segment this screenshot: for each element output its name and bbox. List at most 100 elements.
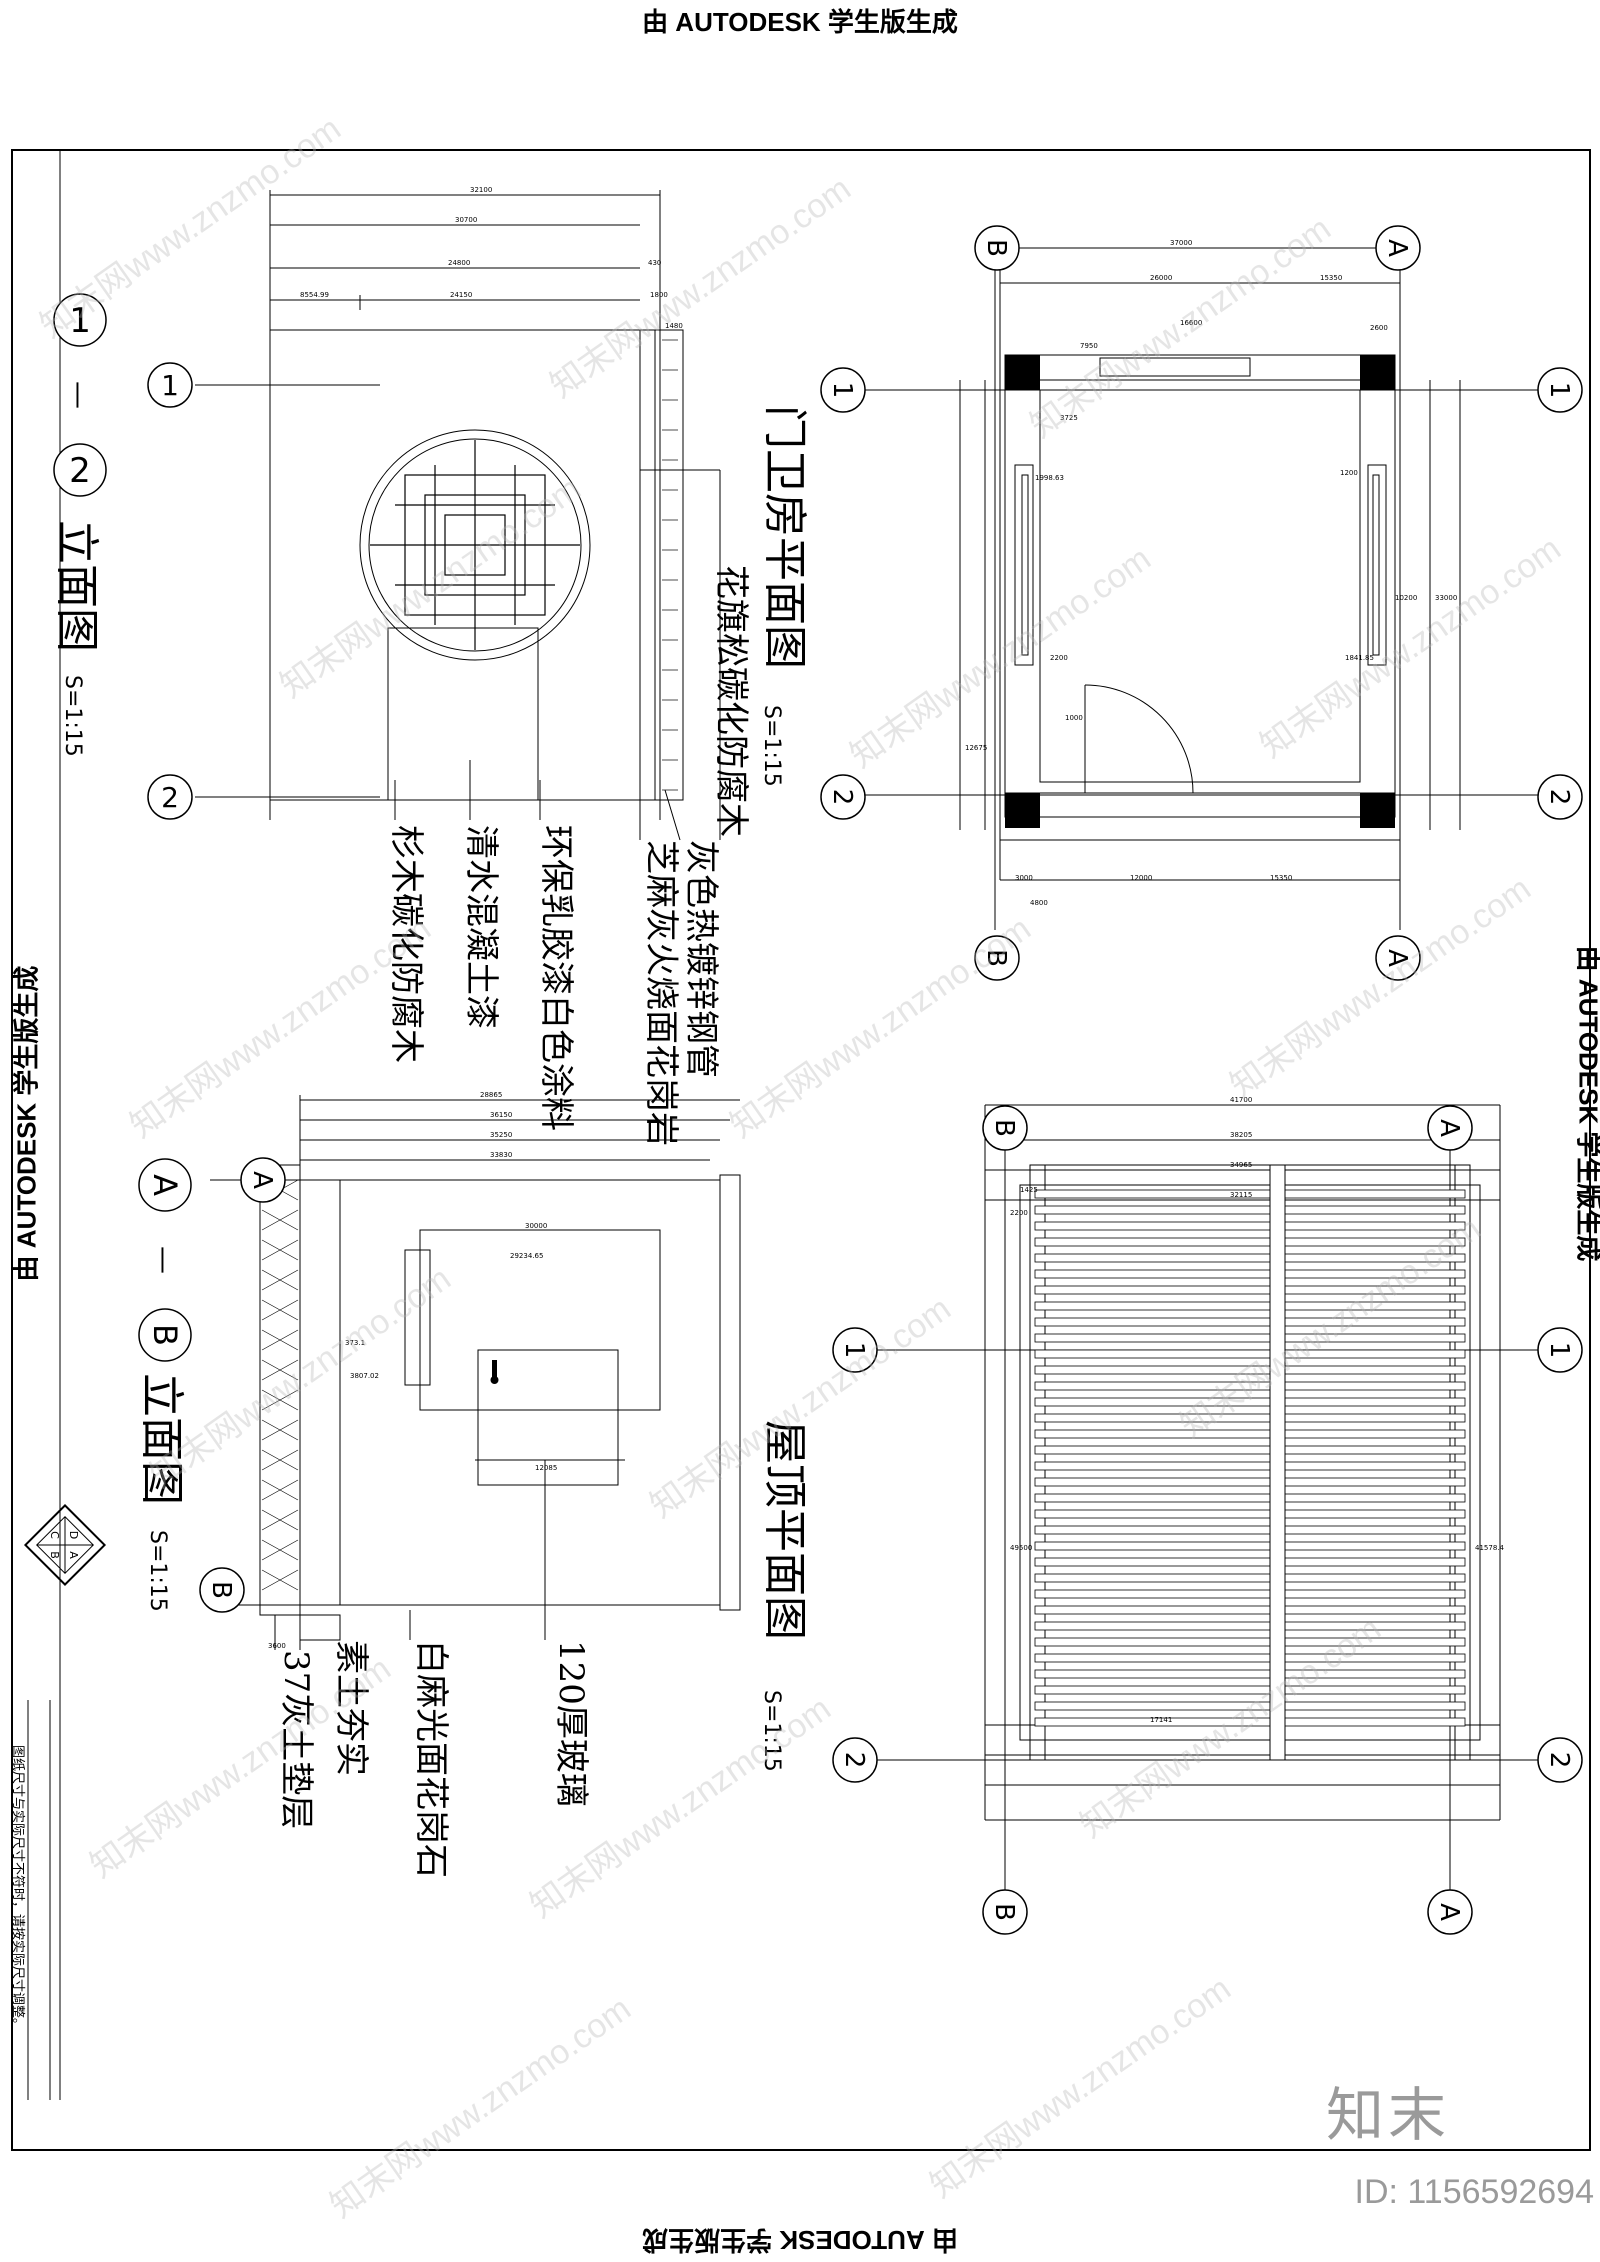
grid-bubble-a <box>1375 225 1421 271</box>
grid-label: 1 <box>1544 1342 1574 1359</box>
column <box>1005 355 1040 390</box>
dim-text: 1000 <box>1065 714 1083 722</box>
sheet-border <box>11 149 1591 2151</box>
grid-bubble-2 <box>832 1737 878 1783</box>
grid-label: A <box>247 1171 277 1189</box>
dim-text: 24800 <box>448 259 470 267</box>
dim-text: 1800 <box>650 291 668 299</box>
grid-bubble-1 <box>147 362 193 408</box>
dim-text: 36150 <box>490 1111 512 1119</box>
dim-text: 2600 <box>1370 324 1388 332</box>
autodesk-banner-top: 由 AUTODESK 学生版生成 <box>642 7 958 37</box>
scale-label: S=1:15 <box>145 1530 170 1612</box>
dim-text: 3600 <box>268 1642 286 1650</box>
dim-text: 3725 <box>1060 414 1078 422</box>
grid-bubble-a <box>1427 1889 1473 1935</box>
dim-text: 38205 <box>1230 1131 1252 1139</box>
title-num: B <box>146 1324 184 1346</box>
dim-text: 41700 <box>1230 1096 1252 1104</box>
drawing-note: 图纸尺寸与实际尺寸不符时，请按实际尺寸调整。 <box>10 1745 26 2031</box>
elevation-1-2: 32100 30700 24800 24150 8554.99 430 1800… <box>51 186 751 1146</box>
dim-text: 15350 <box>1270 874 1292 882</box>
dim-text: 28865 <box>480 1091 502 1099</box>
dim-text: 30000 <box>525 1222 547 1230</box>
dim-text: 32115 <box>1230 1191 1252 1199</box>
roof-plan-title: 屋顶平面图 <box>759 1420 810 1640</box>
grid-label: B <box>981 239 1011 257</box>
dim-text: 34965 <box>1230 1161 1252 1169</box>
grid-label: B <box>981 949 1011 967</box>
title-num: A <box>146 1174 184 1196</box>
column <box>1360 793 1395 828</box>
dim-text: 1480 <box>665 322 683 330</box>
dim-text: 37000 <box>1170 239 1192 247</box>
grid-bubble-2 <box>820 774 866 820</box>
scale-label: S=1:15 <box>759 705 784 787</box>
grid-label: 2 <box>839 1752 869 1769</box>
elevation-a-b-title: 立面图 <box>136 1373 187 1505</box>
grid-bubble-2 <box>1537 1737 1583 1783</box>
column <box>1360 355 1395 390</box>
material-label: 花旗松碳化防腐木 <box>711 565 751 837</box>
grid-label: 1 <box>827 382 857 399</box>
grid-bubble-a <box>240 1157 286 1203</box>
title-dash: — <box>63 381 96 409</box>
dim-text: 3000 <box>1015 874 1033 882</box>
dim-text: 35250 <box>490 1131 512 1139</box>
grid-bubble-b <box>974 935 1020 981</box>
grid-label: B <box>989 1903 1019 1921</box>
dim-text: 33830 <box>490 1151 512 1159</box>
grid-bubble-b <box>982 1889 1028 1935</box>
grid-bubble-1 <box>832 1327 878 1373</box>
compass-diamond: A B C D <box>23 1503 107 1587</box>
dim-text: 16600 <box>1180 319 1202 327</box>
grid-bubble-a <box>1375 935 1421 981</box>
grid-bubble-b <box>199 1567 245 1613</box>
dim-text: 1425 <box>1020 1186 1038 1194</box>
title-num: 2 <box>69 451 91 491</box>
dim-text: 29234.65 <box>510 1252 543 1260</box>
dim-text: 24150 <box>450 291 472 299</box>
grid-bubble-a <box>1427 1105 1473 1151</box>
column <box>1005 793 1040 828</box>
grid-label: 2 <box>1544 789 1574 806</box>
dim-text: 33000 <box>1435 594 1457 602</box>
roof-plan: 41700 38205 34965 32115 1425 2200 17141 … <box>759 1096 1583 1935</box>
dim-text: 1841.85 <box>1345 654 1374 662</box>
dim-text: 49500 <box>1010 1544 1032 1552</box>
material-label: 环保乳胶漆白色涂料 <box>536 825 576 1131</box>
dim-text: 15350 <box>1320 274 1342 282</box>
grid-bubble-2 <box>1537 774 1583 820</box>
dim-text: 373.1 <box>345 1339 365 1347</box>
dim-text: 12000 <box>1130 874 1152 882</box>
dim-text: 10200 <box>1395 594 1417 602</box>
material-label: 灰色热镀锌钢管 <box>681 840 721 1078</box>
grid-label: 2 <box>827 789 857 806</box>
title-num: 1 <box>69 301 91 341</box>
grid-label: A <box>1434 1903 1464 1921</box>
elevation-1-2-title: 立面图 <box>51 520 102 652</box>
grid-label: A <box>1382 239 1412 257</box>
dim-text: 430 <box>648 259 661 267</box>
compass-label: D <box>67 1531 80 1539</box>
compass-label: B <box>48 1551 61 1559</box>
door-handle <box>490 1376 499 1384</box>
compass-label: A <box>67 1551 80 1559</box>
dim-text: 2200 <box>1010 1209 1028 1217</box>
scale-label: S=1:15 <box>759 1690 784 1772</box>
material-label: 芝麻灰火烧面花岗岩 <box>641 840 681 1146</box>
material-label: 杉木碳化防腐木 <box>386 825 426 1063</box>
material-label: 素土夯实 <box>331 1640 371 1776</box>
grid-label: 1 <box>1544 382 1574 399</box>
dim-text: 7950 <box>1080 342 1098 350</box>
dim-text: 4800 <box>1030 899 1048 907</box>
brand-logo: 知末 <box>1325 2081 1450 2149</box>
dim-text: 12085 <box>535 1464 557 1472</box>
grid-bubble-1 <box>820 367 866 413</box>
grid-label: B <box>989 1119 1019 1137</box>
grid-label: B <box>206 1581 236 1599</box>
material-label: 37灰土垫层 <box>276 1650 316 1829</box>
brand-id: ID: 1156592694 <box>1354 2173 1594 2211</box>
grid-label: 1 <box>161 369 179 402</box>
